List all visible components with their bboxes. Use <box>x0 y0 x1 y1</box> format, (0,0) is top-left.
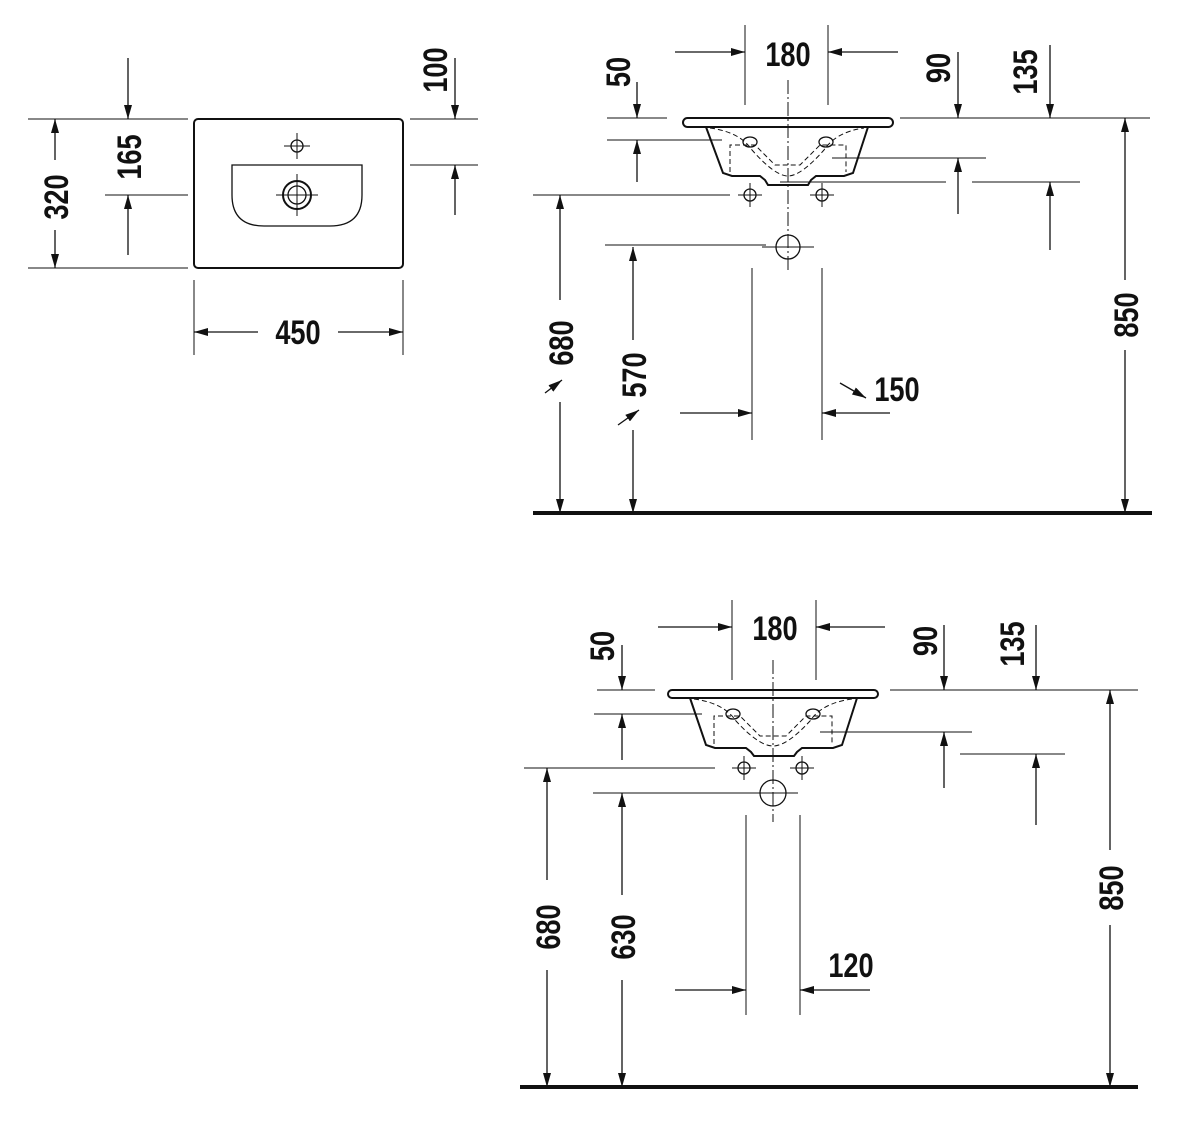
dim-waste-height: 570 <box>615 352 654 397</box>
plan-view: 320 165 100 450 <box>28 47 478 355</box>
elevation-1: 180 50 90 135 680 570 150 <box>533 25 1152 515</box>
dim-rim-depth: 90 <box>906 626 945 656</box>
dim-rim-to-tap: 50 <box>599 57 638 87</box>
bowl-profile <box>689 697 858 757</box>
dim-tap-from-back: 100 <box>416 47 455 92</box>
dim-rim-height: 850 <box>1107 292 1146 337</box>
dim-width: 450 <box>275 313 320 352</box>
dim-depth: 320 <box>37 174 76 219</box>
bowl-outline <box>231 164 363 227</box>
dim-rim-depth: 90 <box>919 53 958 83</box>
dim-rim-height: 850 <box>1092 865 1131 910</box>
dim-waste-width: 120 <box>828 946 873 985</box>
dim-bowl-depth: 135 <box>1006 49 1045 94</box>
dim-tap-spacing: 180 <box>752 609 797 648</box>
elevation-2: 180 50 90 135 680 630 120 850 <box>520 600 1138 1089</box>
dim-rim-to-tap: 50 <box>583 631 622 661</box>
dim-waste-width: 150 <box>874 370 919 409</box>
dim-waste-height: 630 <box>604 914 643 959</box>
dim-bowl-depth: 135 <box>993 621 1032 666</box>
dim-tap-spacing: 180 <box>765 35 810 74</box>
dim-tap-to-drain: 165 <box>110 134 149 179</box>
dim-supply-height: 680 <box>542 320 581 365</box>
dim-supply-height: 680 <box>529 904 568 949</box>
basin-outline <box>193 118 404 269</box>
